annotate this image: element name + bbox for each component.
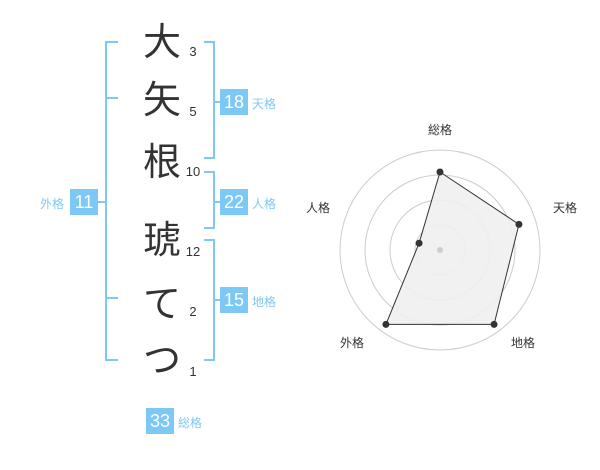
radar-axis-label-jinkaku: 人格 (305, 201, 330, 215)
name-char-1: 大 (142, 20, 181, 64)
stroke-count-6: 1 (189, 364, 197, 379)
jinkaku-value: 22 (220, 189, 248, 215)
gaikaku-bracket (105, 41, 118, 361)
gaikaku-label: 外格 (40, 197, 65, 211)
radar-point-5 (415, 239, 423, 247)
name-char-6: つ (142, 338, 181, 382)
chikaku-label: 地格 (252, 295, 277, 309)
soukaku-value: 33 (146, 408, 174, 434)
jinkaku-label: 人格 (252, 197, 277, 211)
stroke-count-4: 12 (185, 244, 201, 259)
name-char-4: 琥 (142, 218, 181, 262)
radar-center-dot (437, 247, 443, 253)
radar-axis-label-soukaku: 総格 (427, 123, 452, 137)
stroke-count-3: 10 (185, 164, 201, 179)
radar-axis-label-chikaku: 地格 (510, 336, 535, 350)
tenkaku-label: 天格 (252, 97, 277, 111)
name-char-3: 根 (142, 140, 181, 184)
radar-point-4 (382, 320, 390, 328)
radar-chart (339, 149, 541, 351)
stroke-count-2: 5 (189, 104, 197, 119)
radar-point-2 (515, 220, 523, 228)
radar-axis-label-tenkaku: 天格 (552, 201, 577, 215)
tenkaku-value: 18 (220, 89, 248, 115)
soukaku-label: 総格 (178, 416, 203, 430)
chikaku-value: 15 (220, 287, 248, 313)
radar-ring (339, 149, 541, 351)
name-char-5: て (142, 282, 181, 326)
stroke-count-1: 3 (189, 44, 197, 59)
gaikaku-value: 11 (70, 189, 98, 215)
name-char-2: 矢 (142, 78, 181, 122)
jinkaku-bracket (204, 171, 215, 229)
radar-axis-label-gaikaku: 外格 (339, 336, 364, 350)
radar-point-1 (436, 168, 444, 176)
stroke-count-5: 2 (189, 304, 197, 319)
tenkaku-bracket (204, 41, 215, 159)
radar-point-3 (490, 320, 498, 328)
radar-polygon (385, 171, 520, 325)
